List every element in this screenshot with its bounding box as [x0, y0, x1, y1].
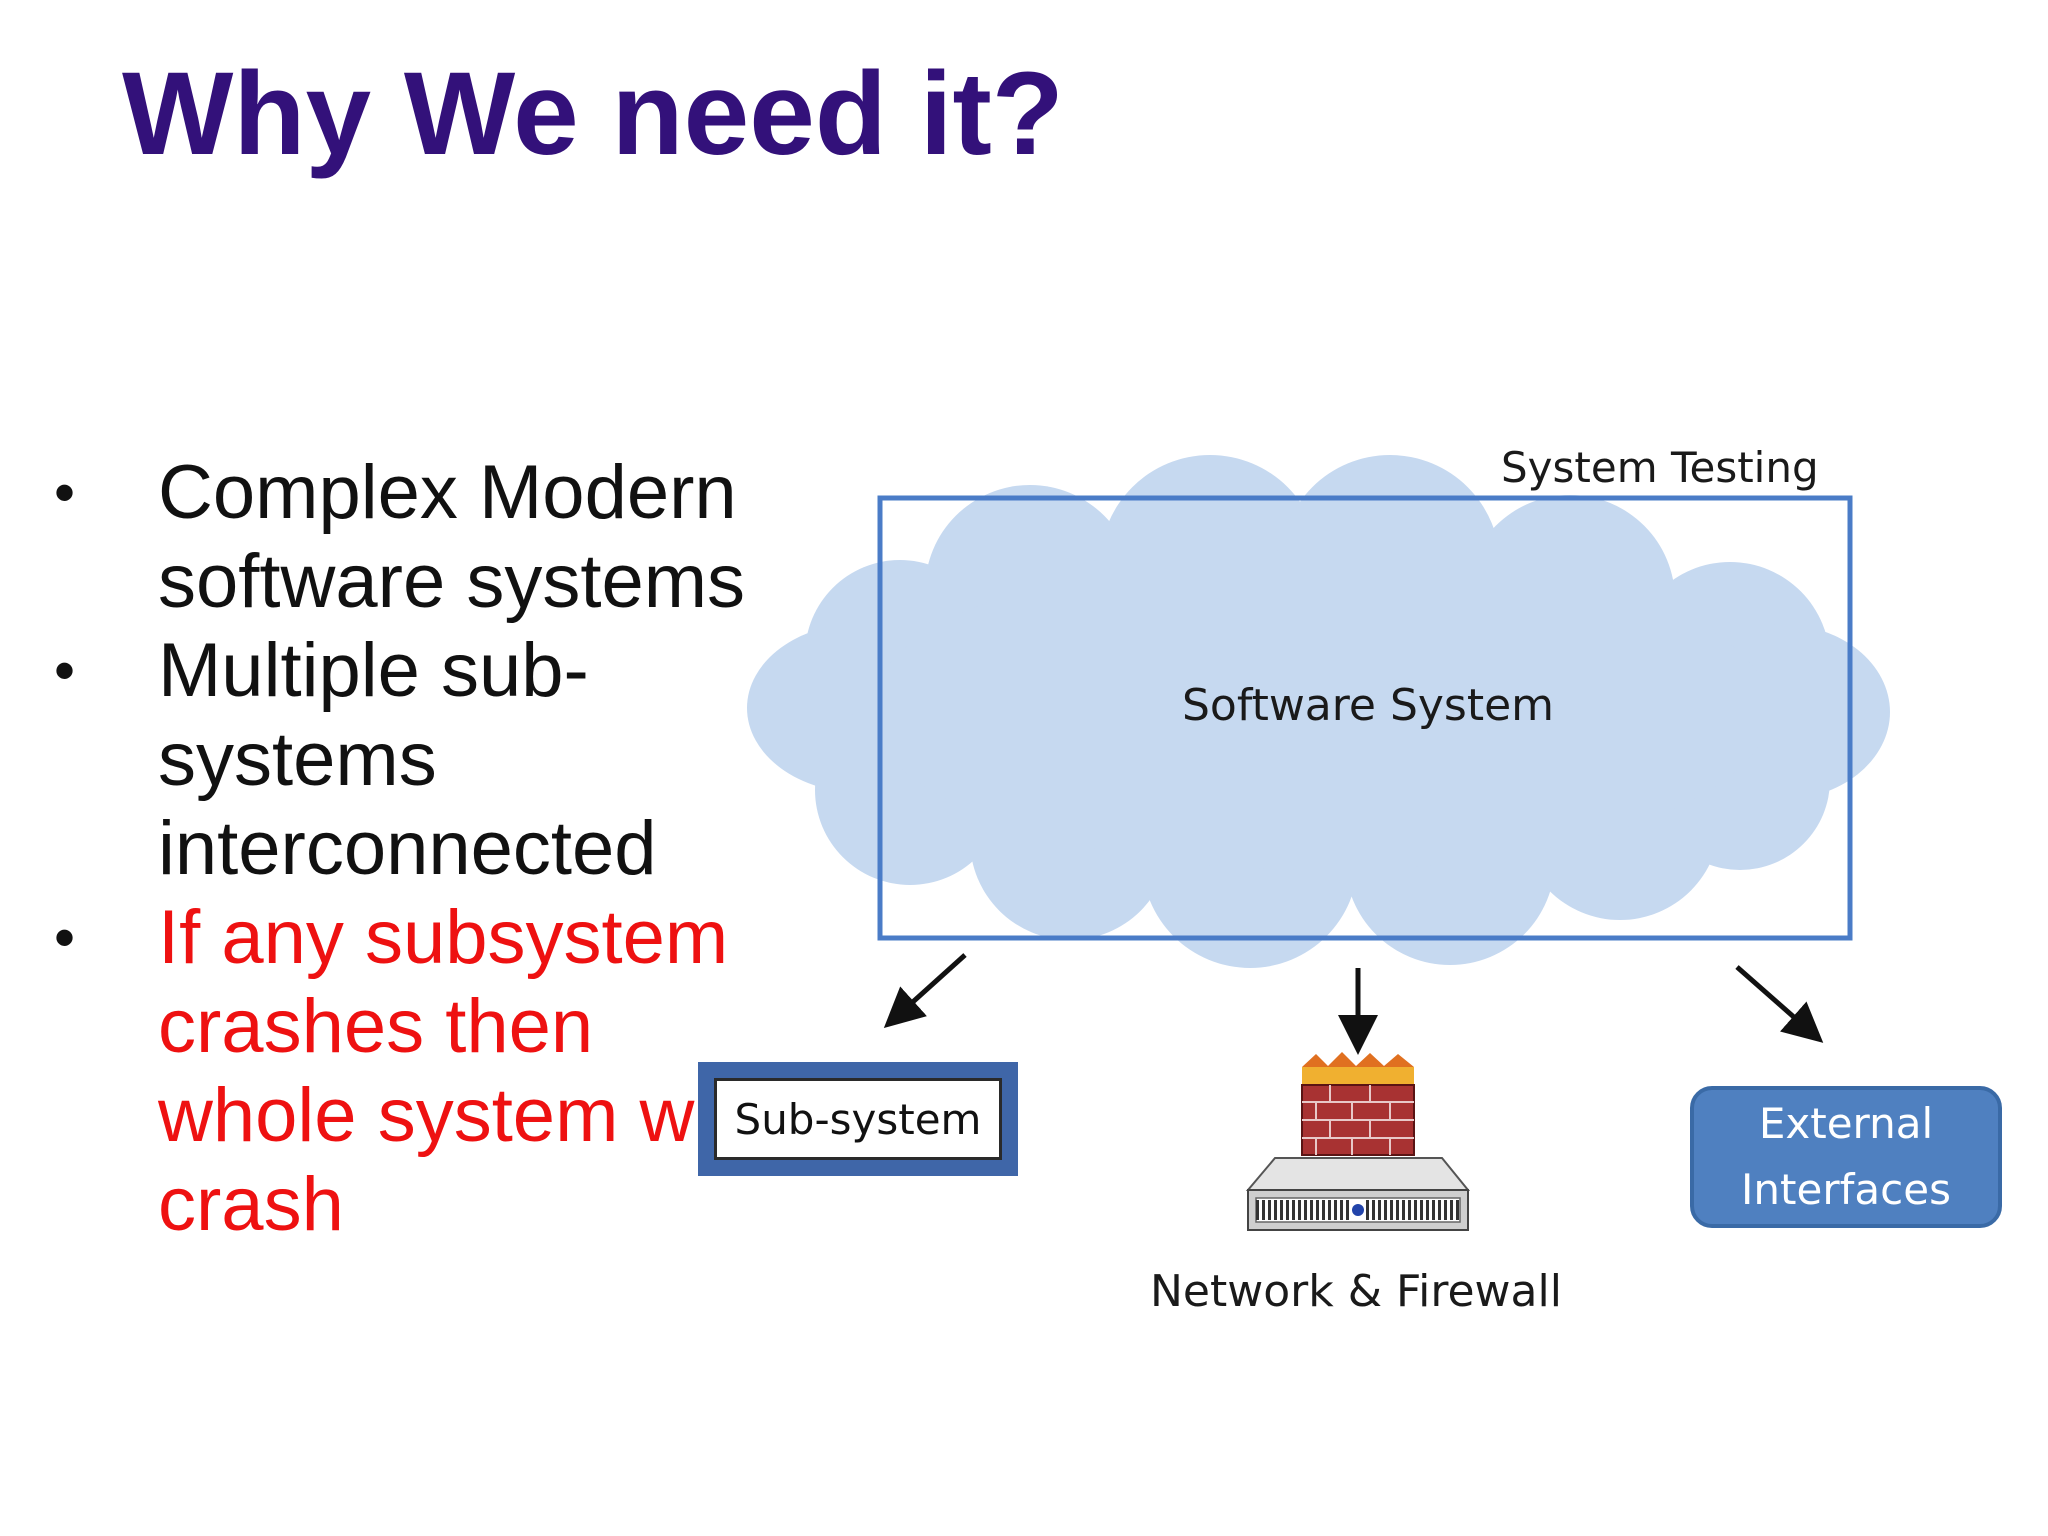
bullet-list: • Complex Modern software systems • Mult… [50, 448, 790, 1249]
system-testing-diagram: System Testing Software System Sub-syste… [690, 430, 2030, 1330]
subsystem-label: Sub-system [734, 1094, 982, 1144]
bullet-crash-warning: • If any subsystem crashes then whole sy… [50, 893, 790, 1249]
bullet-text: If any subsystem crashes then whole syst… [158, 895, 746, 1247]
server-icon [1245, 1157, 1471, 1231]
software-system-label: Software System [1182, 680, 1555, 731]
bullet-text: Multiple sub-systems interconnected [158, 628, 657, 891]
external-interfaces-line1: External [1758, 1099, 1934, 1148]
bullet-complex-systems: • Complex Modern software systems [50, 448, 790, 626]
diagram-graphics [747, 455, 1890, 1231]
system-testing-frame [877, 495, 1853, 941]
system-testing-label: System Testing [1501, 443, 1819, 492]
arrow-to-external-icon [1735, 965, 1824, 1043]
external-interfaces-box: External Interfaces [1690, 1086, 2002, 1228]
arrow-to-subsystem-icon [883, 953, 967, 1029]
external-interfaces-line2: Interfaces [1741, 1165, 1951, 1214]
bullet-dot-icon: • [54, 637, 76, 704]
cloud-icon [747, 455, 1890, 968]
bullet-text: Complex Modern software systems [158, 450, 746, 624]
subsystem-inner: Sub-system [714, 1078, 1002, 1160]
firewall-icon [1301, 1052, 1415, 1156]
page-title: Why We need it? [122, 48, 1064, 180]
bullet-dot-icon: • [54, 904, 76, 971]
subsystem-box: Sub-system [698, 1062, 1018, 1176]
bullet-dot-icon: • [54, 459, 76, 526]
network-firewall-label: Network & Firewall [1150, 1266, 1562, 1317]
bullet-subsystems: • Multiple sub-systems interconnected [50, 626, 790, 893]
